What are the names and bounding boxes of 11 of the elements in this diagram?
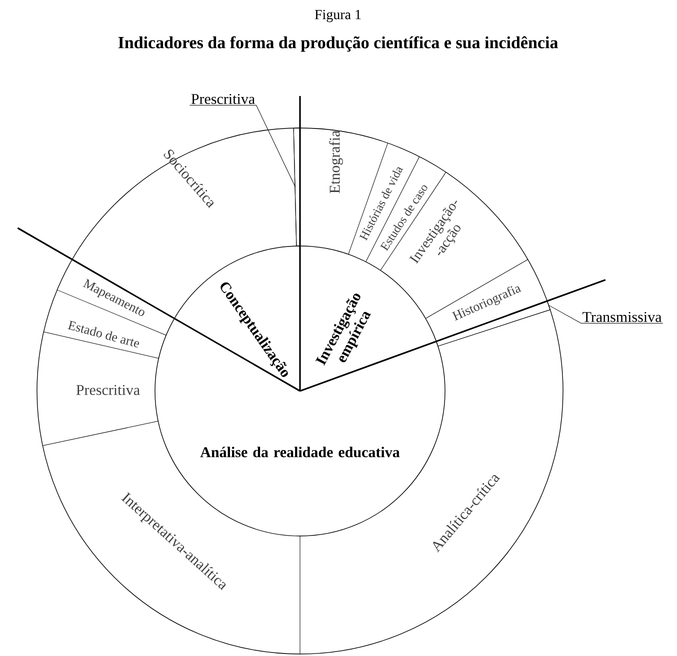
leader-line xyxy=(548,305,664,324)
sector-label: Etnografia xyxy=(329,130,343,194)
callout-label: Transmissiva xyxy=(582,312,662,322)
ring-sector xyxy=(293,128,300,246)
sector-label: Prescritiva xyxy=(76,384,140,396)
sector-label: Análise da realidade educativa xyxy=(200,446,400,458)
title: Indicadores da forma da produção científica e sua incidência xyxy=(118,36,558,52)
leader-line xyxy=(189,104,296,188)
sector-label: Estado de arte xyxy=(68,320,140,348)
label: Figura 1 xyxy=(314,10,361,22)
callout-label: Prescritiva xyxy=(191,94,255,104)
